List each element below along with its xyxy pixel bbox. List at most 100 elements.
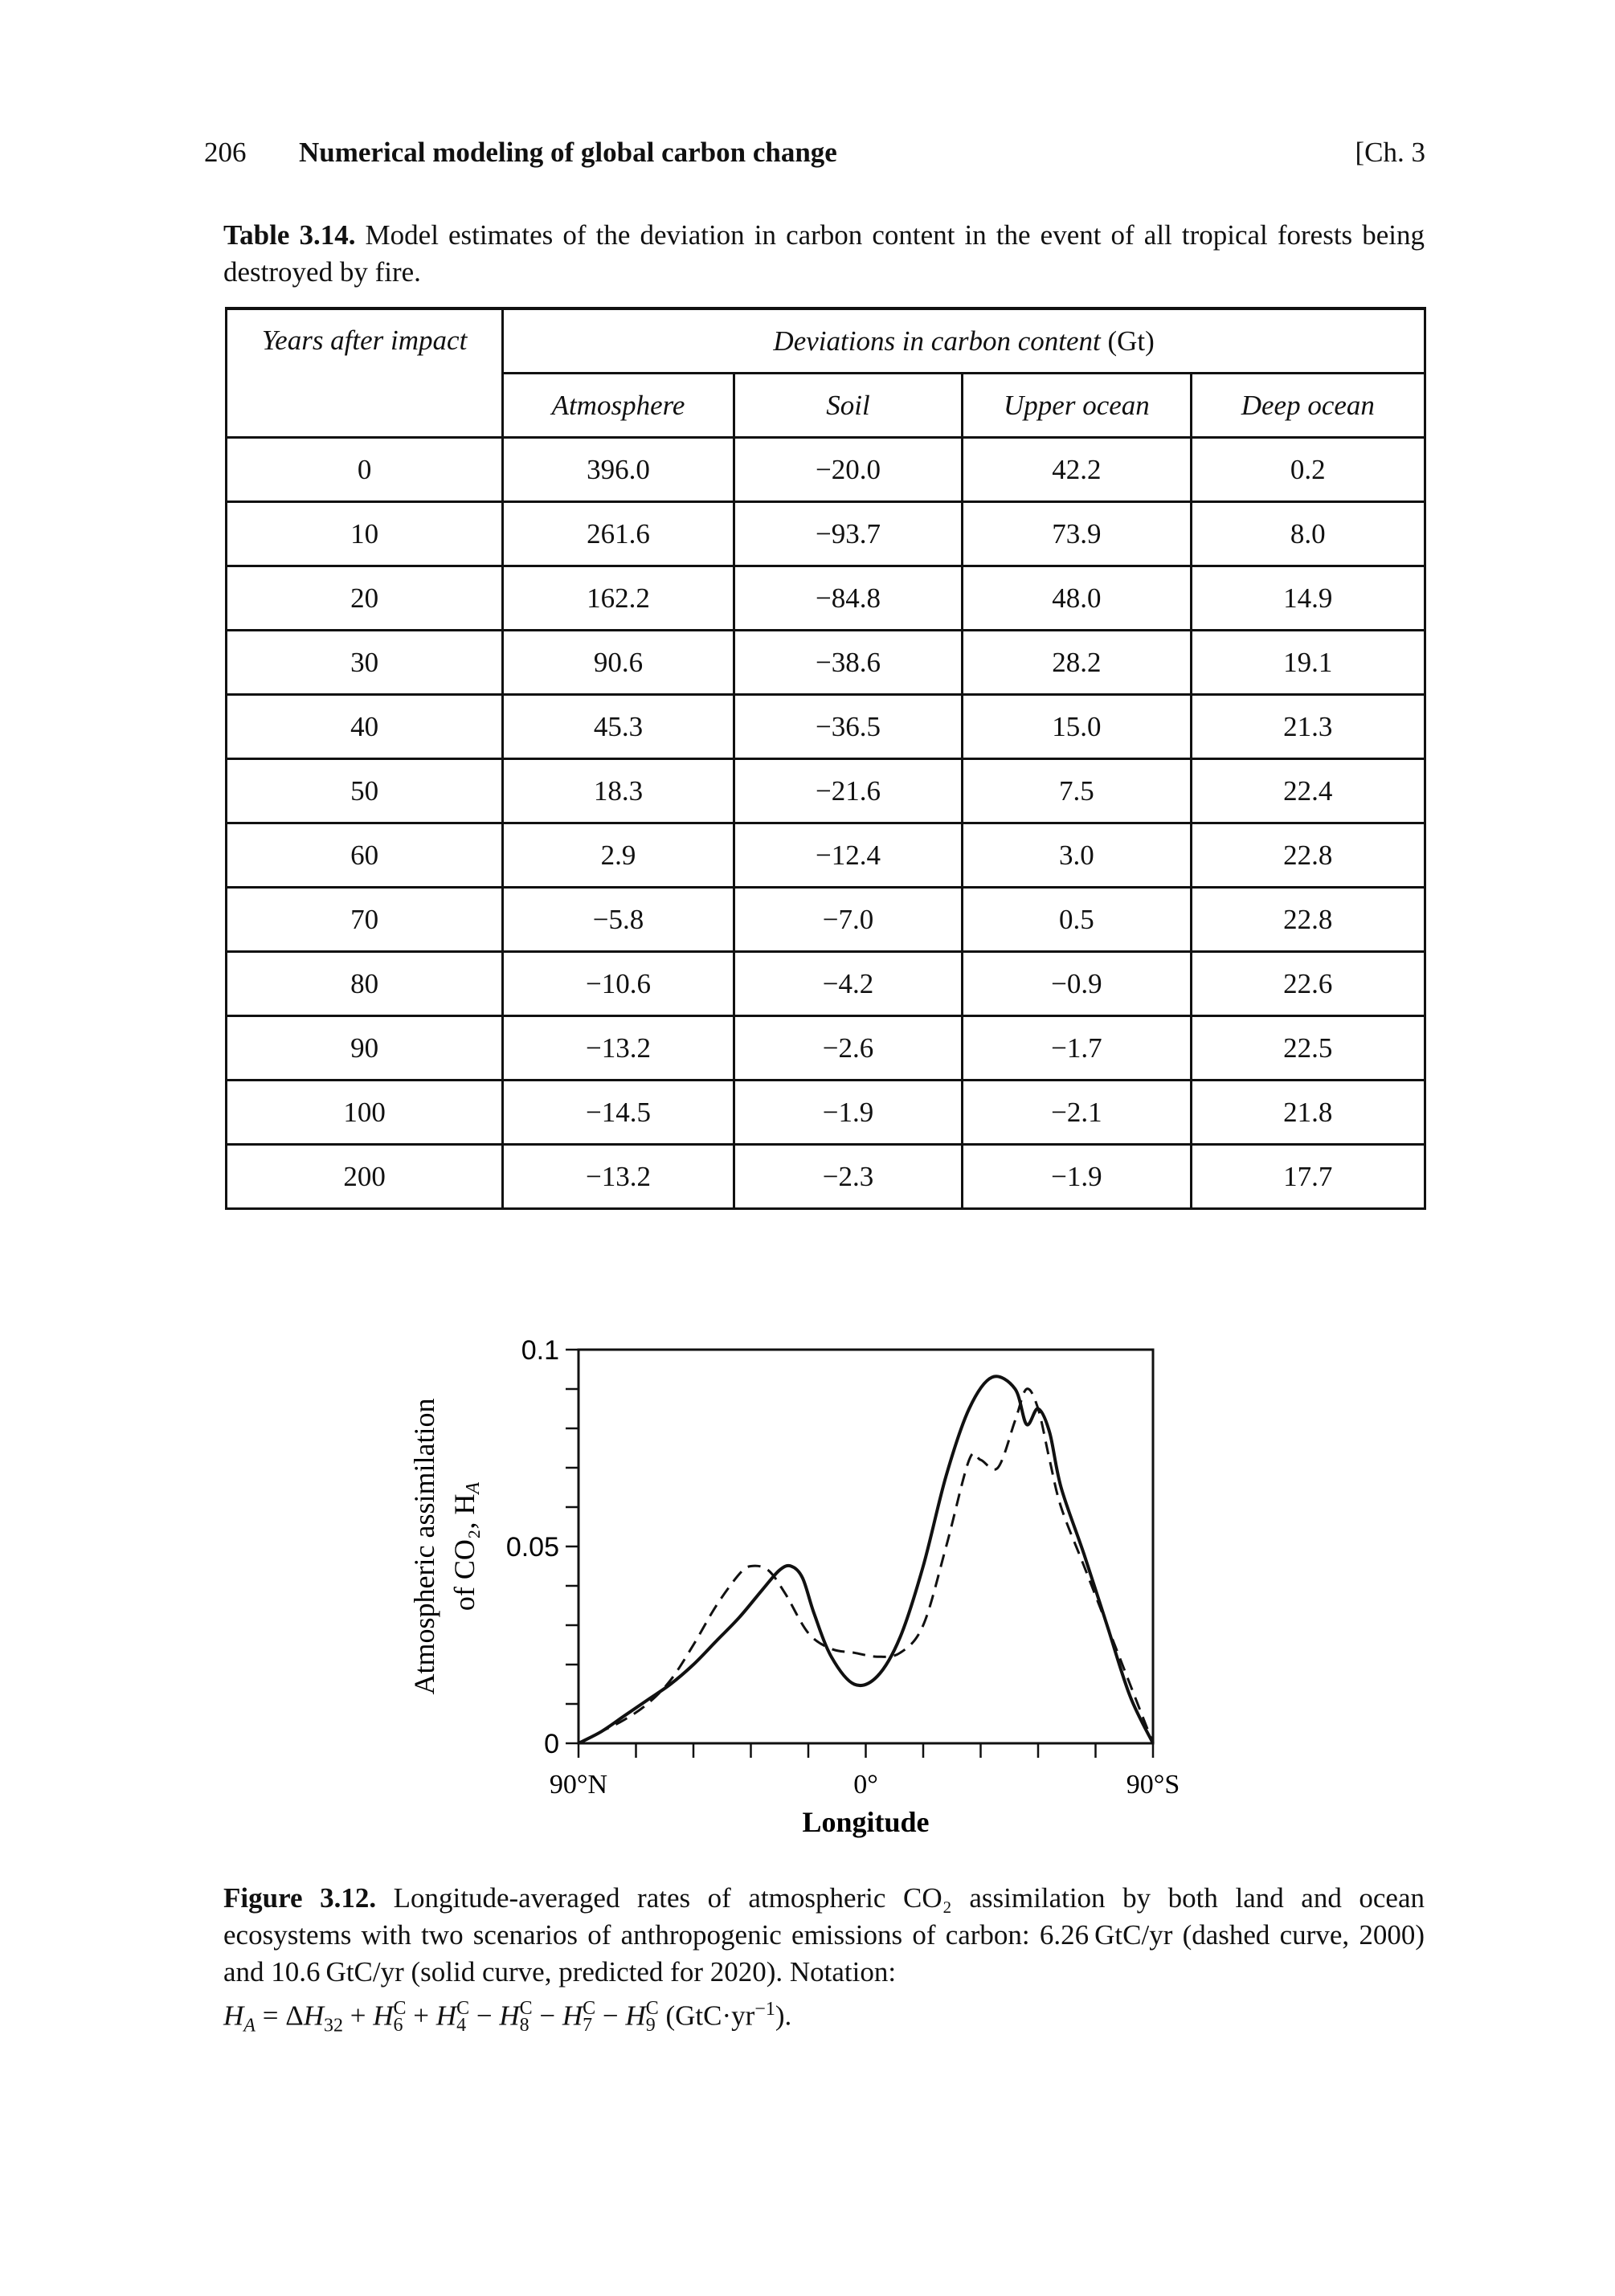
table-cell: −14.5 [501, 1079, 735, 1146]
table-cell: 22.4 [1189, 758, 1427, 824]
figure-caption-text: Longitude-averaged rates of atmospheric … [223, 1882, 1425, 1988]
dashed-curve [578, 1387, 1155, 1745]
table-cell: 73.9 [961, 500, 1192, 567]
table-cell: 21.8 [1189, 1079, 1427, 1146]
table-cell: −2.3 [732, 1143, 964, 1210]
x-tick-label: 0° [853, 1770, 878, 1800]
table-cell: 50 [224, 758, 505, 824]
table-cell: −36.5 [732, 693, 964, 760]
running-title: Numerical modeling of global carbon chan… [299, 137, 837, 168]
y-axis-label-line1: Atmospheric assimilation [408, 1399, 440, 1695]
table-cell: −20.0 [732, 436, 964, 503]
table-cell: −13.2 [501, 1015, 735, 1081]
table-cell: −4.2 [732, 950, 964, 1017]
table-cell: 162.2 [501, 565, 735, 631]
x-axis-label: Longitude [802, 1806, 929, 1838]
table-cell: 0.2 [1189, 436, 1427, 503]
table-cell: 18.3 [501, 758, 735, 824]
x-tick-label: 90°N [550, 1770, 607, 1800]
figure-caption-label: Figure 3.12. [223, 1882, 377, 1914]
table-cell: 80 [224, 950, 505, 1017]
data-table: Years after impact Deviations in carbon … [224, 307, 1427, 1210]
figure-caption: Figure 3.12. Longitude-averaged rates of… [223, 1880, 1425, 2045]
table-cell: 10 [224, 500, 505, 567]
assimilation-chart: 0 0.05 0.1 90°N 0° 90°S Longitude Atmospheric a… [408, 1335, 1180, 1838]
table-cell: −10.6 [501, 950, 735, 1017]
table-cell: −21.6 [732, 758, 964, 824]
y-axis-label-text: of CO₂, H [448, 1494, 480, 1612]
column-header: Soil [732, 372, 964, 439]
x-tick-label: 90°S [1126, 1770, 1180, 1800]
table-cell: 0.5 [961, 886, 1192, 953]
table-cell: −7.0 [732, 886, 964, 953]
y-tick-label: 0 [544, 1729, 559, 1759]
table-cell: 3.0 [961, 822, 1192, 889]
table-cell: 28.2 [961, 629, 1192, 696]
table-cell: −1.9 [732, 1079, 964, 1146]
table-cell: 2.9 [501, 822, 735, 889]
table-cell: 22.8 [1189, 822, 1427, 889]
y-tick-label: 0.05 [506, 1532, 559, 1563]
table-cell: 7.5 [961, 758, 1192, 824]
table-cell: 42.2 [961, 436, 1192, 503]
solid-curve [578, 1375, 1155, 1745]
table-cell: 22.8 [1189, 886, 1427, 953]
table-cell: 20 [224, 565, 505, 631]
y-tick-label: 0.1 [521, 1335, 559, 1366]
table-cell: 200 [224, 1143, 505, 1210]
table-cell: 48.0 [961, 565, 1192, 631]
table-cell: 45.3 [501, 693, 735, 760]
table-cell: 22.6 [1189, 950, 1427, 1017]
table-cell: 22.5 [1189, 1015, 1427, 1081]
table-cell: 0 [224, 436, 505, 503]
table-cell: 100 [224, 1079, 505, 1146]
table-cell: 90 [224, 1015, 505, 1081]
y-axis-label-line2: of CO₂, HA [448, 1482, 484, 1612]
table-cell: 19.1 [1189, 629, 1427, 696]
table-cell: −12.4 [732, 822, 964, 889]
table-cell: 8.0 [1189, 500, 1427, 567]
table-caption-label: Table 3.14. [223, 219, 356, 251]
table-cell: 30 [224, 629, 505, 696]
table-caption-text: Model estimates of the deviation in carb… [223, 219, 1425, 288]
table-cell: −2.1 [961, 1079, 1192, 1146]
table-caption: Table 3.14. Model estimates of the devia… [223, 217, 1425, 291]
table-cell: −1.9 [961, 1143, 1192, 1210]
table-cell: −13.2 [501, 1143, 735, 1210]
table-cell: −5.8 [501, 886, 735, 953]
table-cell: −93.7 [732, 500, 964, 567]
table-cell: −2.6 [732, 1015, 964, 1081]
table-cell: 60 [224, 822, 505, 889]
table-cell: −84.8 [732, 565, 964, 631]
table-cell: 14.9 [1189, 565, 1427, 631]
table-cell: −0.9 [961, 950, 1192, 1017]
table-cell: 261.6 [501, 500, 735, 567]
table-cell: 17.7 [1189, 1143, 1427, 1210]
column-header: Upper ocean [961, 372, 1192, 439]
column-header: Deep ocean [1189, 372, 1427, 439]
page-header: 206 Numerical modeling of global carbon … [204, 137, 1425, 177]
table-cell: −1.7 [961, 1015, 1192, 1081]
chapter-marker: [Ch. 3 [1355, 137, 1426, 168]
page-number: 206 [204, 137, 247, 168]
header-deviations: Deviations in carbon content (Gt) [501, 307, 1426, 374]
table-cell: −38.6 [732, 629, 964, 696]
y-axis-label-subscript: A [463, 1482, 484, 1496]
table-cell: 40 [224, 693, 505, 760]
table-cell: 15.0 [961, 693, 1192, 760]
table-cell: 21.3 [1189, 693, 1427, 760]
table-cell: 70 [224, 886, 505, 953]
